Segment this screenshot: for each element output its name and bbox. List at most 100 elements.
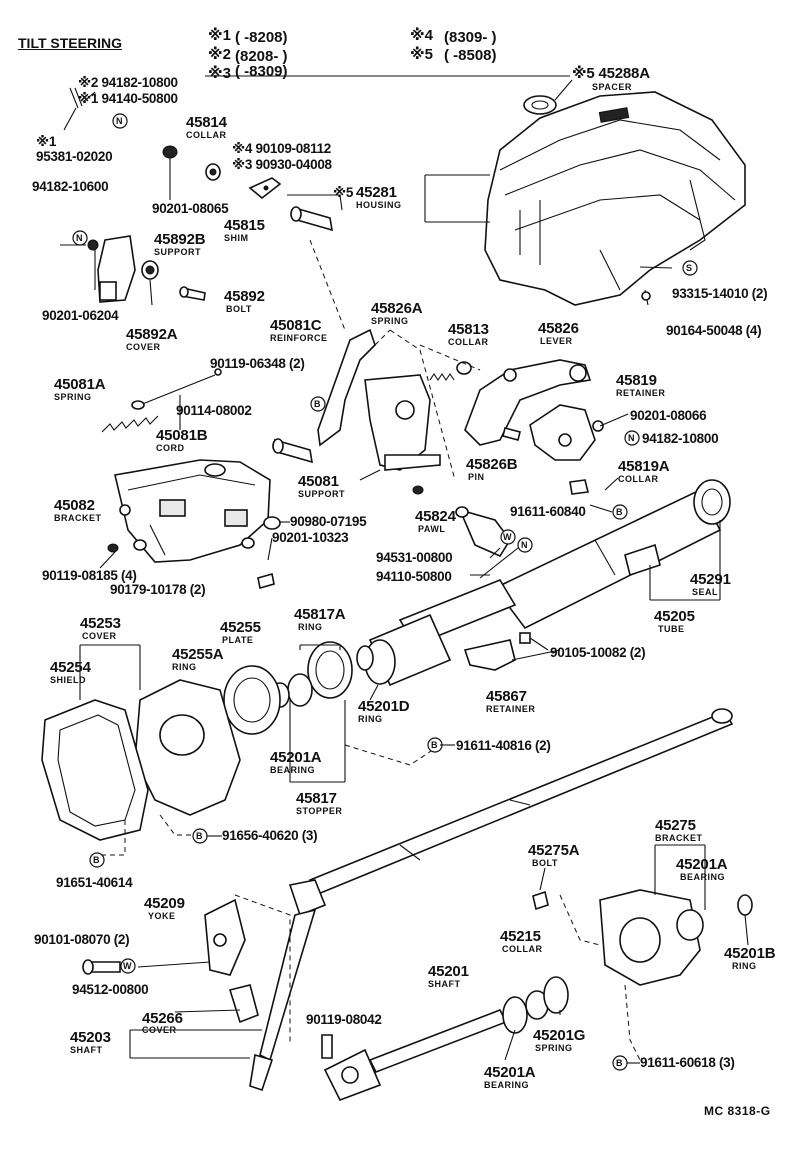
label-90980-07195: 90980-07195 (290, 514, 367, 529)
spring-45826a-drawing (429, 373, 455, 381)
label-90179-10178: 90179-10178 (2) (110, 582, 206, 597)
spring-45201g-drawing (543, 976, 569, 1014)
label-45824: 45824 (415, 508, 456, 525)
label-45201g-name: SPRING (535, 1043, 573, 1053)
label-45819: 45819 (616, 372, 657, 389)
label-45291-name: SEAL (692, 587, 719, 597)
sym-n-1: N (116, 116, 123, 126)
label-90119-06348: 90119-06348 (2) (210, 356, 305, 371)
label-45253: 45253 (80, 615, 121, 632)
label-45892a-name: COVER (126, 342, 161, 352)
label-45819a: 45819A (618, 458, 670, 475)
label-45288a: ※5 45288A (572, 65, 650, 82)
label-45266: 45266 (142, 1010, 183, 1027)
label-90164-50048: 90164-50048 (4) (666, 323, 762, 338)
label-45081b-name: CORD (156, 443, 185, 453)
cover-45266-drawing (228, 984, 259, 1024)
label-45205: 45205 (654, 608, 695, 625)
legend-4-range: (8309- ) (444, 29, 497, 46)
label-45081a-name: SPRING (54, 392, 92, 402)
label-94512-00800: 94512-00800 (72, 982, 149, 997)
label-91611-40816: 91611-40816 (2) (456, 738, 551, 753)
label-45819-name: RETAINER (616, 388, 666, 398)
document-code: MC 8318-G (704, 1104, 771, 1118)
sym-n-4: N (521, 540, 528, 550)
sym-b-3: B (431, 740, 438, 750)
label-95381-02020: 95381-02020 (36, 149, 113, 164)
label-45892-name: BOLT (226, 304, 252, 314)
sym-b-6: B (616, 1058, 623, 1068)
label-45081c-name: REINFORCE (270, 333, 328, 343)
label-45081: 45081 (298, 473, 339, 490)
label-45254-name: SHIELD (50, 675, 87, 685)
shield-drawing (41, 699, 149, 841)
label-91611-60840: 91611-60840 (510, 504, 586, 519)
tube-drawing (493, 479, 731, 630)
legend-5-mark: ※5 (410, 46, 433, 63)
label-45817: 45817 (296, 790, 337, 807)
label-45892b-name: SUPPORT (154, 247, 202, 257)
label-45203: 45203 (70, 1029, 111, 1046)
label-90201-08065: 90201-08065 (152, 201, 229, 216)
label-94140-50800: ※1 94140-50800 (78, 91, 178, 106)
label-45826b: 45826B (466, 456, 518, 473)
label-45281-name: HOUSING (356, 200, 402, 210)
label-45275a: 45275A (528, 842, 580, 859)
label-45255: 45255 (220, 619, 261, 636)
label-45824-name: PAWL (418, 524, 446, 534)
legend-3-range: ( -8309) (235, 63, 288, 80)
label-90201-10323: 90201-10323 (272, 530, 349, 545)
label-45817a-name: RING (298, 622, 323, 632)
label-45215-name: COLLAR (502, 944, 543, 954)
label-45201a-2-name: BEARING (680, 872, 726, 882)
label-90105-10082: 90105-10082 (2) (550, 645, 646, 660)
label-45201b: 45201B (724, 945, 776, 962)
label-45201a-name: BEARING (270, 765, 316, 775)
label-45081a: 45081A (54, 376, 106, 393)
bearing-45201a-drawing (502, 996, 528, 1034)
label-45819a-name: COLLAR (618, 474, 659, 484)
label-45892a: 45892A (126, 326, 178, 343)
label-45288a-name: SPACER (592, 82, 632, 92)
label-45215: 45215 (500, 928, 541, 945)
label-45815: 45815 (224, 217, 265, 234)
label-45826a: 45826A (371, 300, 423, 317)
label-90101-08070: 90101-08070 (2) (34, 932, 130, 947)
label-45826b-name: PIN (468, 472, 485, 482)
label-45081b: 45081B (156, 427, 208, 444)
label-45082-name: BRACKET (54, 513, 102, 523)
label-45813-name: COLLAR (448, 337, 489, 347)
label-45826: 45826 (538, 320, 579, 337)
sym-b-4: B (196, 831, 203, 841)
label-45814: 45814 (186, 114, 227, 131)
label-94182-10800-a: ※2 94182-10800 (78, 75, 178, 90)
retainer-45819-drawing (529, 404, 596, 461)
sym-w-2: W (123, 961, 132, 971)
label-90114-08002: 90114-08002 (176, 403, 252, 418)
stopper-drawing (223, 641, 353, 735)
spring-45081a-drawing (101, 415, 159, 433)
label-45082: 45082 (54, 497, 95, 514)
label-91611-60618: 91611-60618 (3) (640, 1055, 735, 1070)
label-90119-08042: 90119-08042 (306, 1012, 382, 1027)
legend-2-range: (8208- ) (235, 48, 288, 65)
label-45817-name: STOPPER (296, 806, 343, 816)
label-93315-14010: 93315-14010 (2) (672, 286, 768, 301)
label-45201a: 45201A (270, 749, 322, 766)
label-45201d: 45201D (358, 698, 410, 715)
legend-5-range: ( -8508) (444, 47, 497, 64)
retainer-45867-drawing (463, 639, 516, 671)
sym-n-2: N (76, 233, 83, 243)
sym-n-3: N (628, 433, 635, 443)
label-45867: 45867 (486, 688, 527, 705)
label-45253-name: COVER (82, 631, 117, 641)
label-45814-name: COLLAR (186, 130, 227, 140)
main-shaft-drawing (308, 708, 734, 896)
label-45266-name: COVER (142, 1025, 177, 1035)
label-45203-name: SHAFT (70, 1045, 103, 1055)
label-94182-10600: 94182-10600 (32, 179, 109, 194)
label-45255a-name: RING (172, 662, 197, 672)
label-90109-08112: ※4 90109-08112 (232, 141, 332, 156)
